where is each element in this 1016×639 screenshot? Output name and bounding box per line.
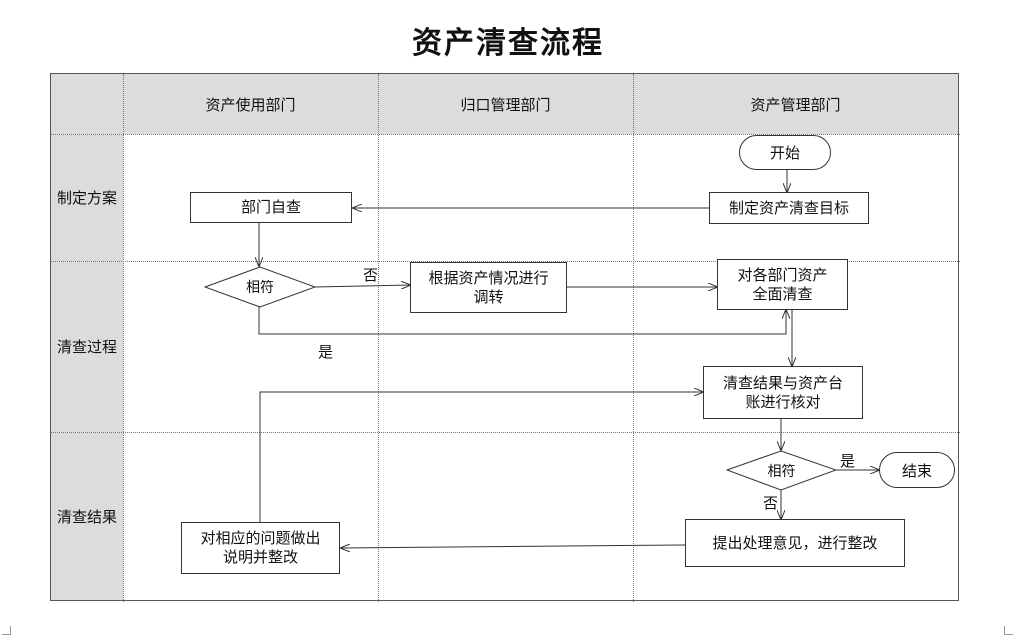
node-match2-label: 相符: [767, 463, 796, 480]
edge-label-yes: 是: [318, 343, 334, 361]
column-header-asset-dept: 资产管理部门: [633, 74, 958, 134]
row-label-result: 清查结果: [51, 432, 123, 600]
column-divider: [378, 74, 379, 602]
node-propose: 提出处理意见，进行整改: [685, 519, 905, 567]
page-title: 资产清查流程: [412, 26, 604, 61]
row-label-plan: 制定方案: [51, 134, 123, 261]
page-corner-mark: [1004, 626, 1013, 635]
column-divider: [123, 74, 124, 602]
node-full-check: 对各部门资产 全面清查: [717, 259, 848, 310]
node-rectify: 对相应的问题做出 说明并整改: [181, 522, 340, 574]
edge-label-no: 否: [763, 494, 779, 512]
node-match1-label: 相符: [246, 280, 274, 296]
row-divider: [51, 432, 960, 433]
row-label-process: 清查过程: [51, 261, 123, 432]
node-verify: 清查结果与资产台 账进行核对: [703, 366, 863, 419]
row-divider: [51, 134, 960, 135]
node-match2-diamond: [726, 450, 837, 491]
node-end: 结束: [879, 452, 955, 488]
node-self-check: 部门自查: [190, 192, 352, 223]
header-corner-cell: [51, 74, 123, 134]
node-match1-diamond: [204, 266, 316, 308]
node-start: 开始: [739, 135, 831, 170]
edge-label-no: 否: [363, 266, 379, 284]
node-set-goal: 制定资产清查目标: [709, 192, 869, 224]
column-header-central-dept: 归口管理部门: [378, 74, 633, 134]
swimlane-grid: 资产使用部门 归口管理部门 资产管理部门 制定方案 清查过程 清查结果: [50, 73, 960, 602]
column-divider: [633, 74, 634, 602]
edge-label-yes: 是: [840, 452, 856, 470]
column-header-user-dept: 资产使用部门: [123, 74, 378, 134]
node-adjust: 根据资产情况进行 调转: [410, 262, 567, 313]
row-divider: [51, 261, 960, 262]
page-corner-mark: [2, 626, 11, 635]
